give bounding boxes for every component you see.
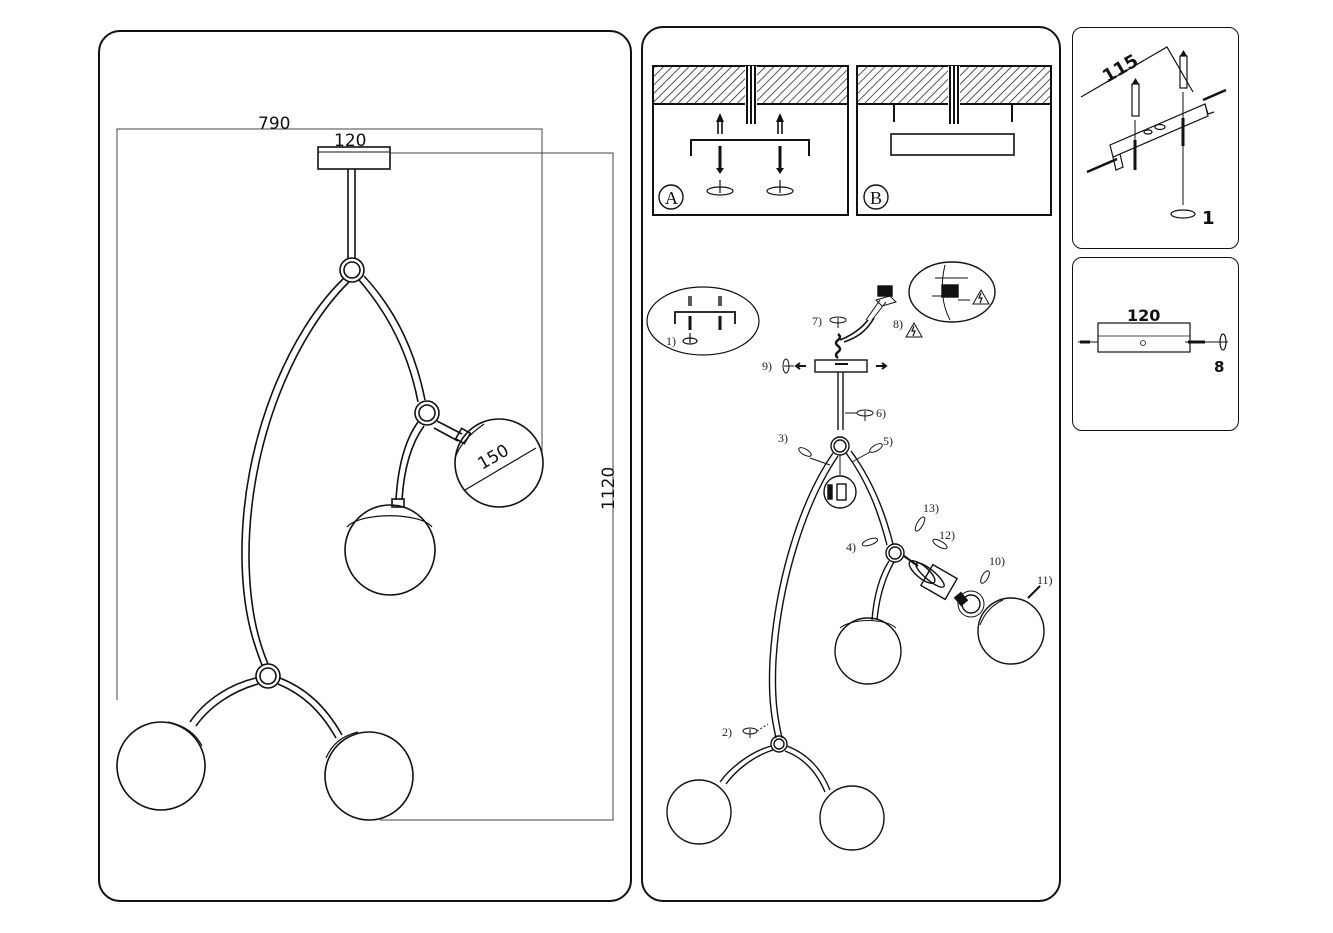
overall-width-label: 790 [258,114,290,134]
wall-plug-icon [716,113,724,134]
globe-bottom-left [666,779,732,845]
step-3-label: 3) [778,431,788,445]
step-12-label: 12) [939,528,955,542]
wire-spring [834,333,842,359]
top-joint [339,257,365,283]
step-6-label: 6) [876,406,886,420]
screw-icon [716,146,724,174]
middle-joint [414,400,440,426]
canopy-plate [1097,322,1191,353]
canopy-width-label: 120 [1127,306,1160,325]
step-10-label: 10) [989,554,1005,568]
screwdriver-rotate-icon [1170,209,1196,219]
step-4-label: 4) [846,540,856,554]
bracket-step-label: 1 [1202,208,1215,229]
globe-bottom-right [819,785,885,851]
mounting-option-a: A [652,65,849,216]
arrow-right-icon [876,362,888,370]
step-13-label: 13) [923,501,939,515]
canopy [814,359,868,373]
option-b-label: B [870,188,882,208]
mounting-bracket [1109,103,1215,171]
globe-bottom-left [116,721,206,811]
canopy [317,146,391,170]
upper-right-arm [358,279,419,403]
globe-middle [834,617,902,685]
step-8-label: 8) [893,317,903,331]
wall-plug-icon [1131,50,1188,117]
bulb-icon [953,590,985,618]
diameter-line [464,447,537,491]
overall-height-label: 1120 [599,467,619,510]
globe-shade-icon [977,597,1045,665]
screw-icon [776,146,784,174]
canopy-detail-panel [1072,257,1239,431]
step-7-label: 7) [812,314,822,328]
step-11-label: 11) [1037,573,1053,587]
electric-warning-icon [905,321,923,338]
step-1-detail [646,286,760,356]
width-dimension-line [116,128,543,700]
canopy-width-label: 120 [334,131,366,151]
connector-detail [823,475,857,509]
screwdriver-rotate-icon [706,180,794,196]
globe-bottom-right [324,731,414,821]
arrow-left-icon [794,362,806,370]
step-1-label: 1) [666,334,676,348]
globe-middle [344,504,436,596]
long-arm [241,278,344,666]
screw-icon [1086,88,1227,205]
step-9-label: 9) [762,359,772,373]
globe-upper-right [454,418,544,508]
wiring-detail [908,261,996,323]
height-dimension-line [380,152,614,821]
wire-terminal-icon [877,285,893,297]
bracket-dimension-line [1080,46,1194,98]
option-a-label: A [665,188,678,208]
step-2-label: 2) [722,725,732,739]
stem [347,169,356,258]
screwdriver-rotate-icon [742,316,1041,738]
canopy-step-label: 8 [1214,358,1224,376]
step-5-label: 5) [883,434,893,448]
stem [837,372,844,430]
wall-plug-icon [776,113,784,134]
bracket-detail-panel [1072,27,1239,249]
mounting-option-b: B [856,65,1052,216]
screwdriver-rotate-icon [1219,333,1227,351]
bottom-joint [255,663,281,689]
electric-warning-icon [972,288,990,305]
